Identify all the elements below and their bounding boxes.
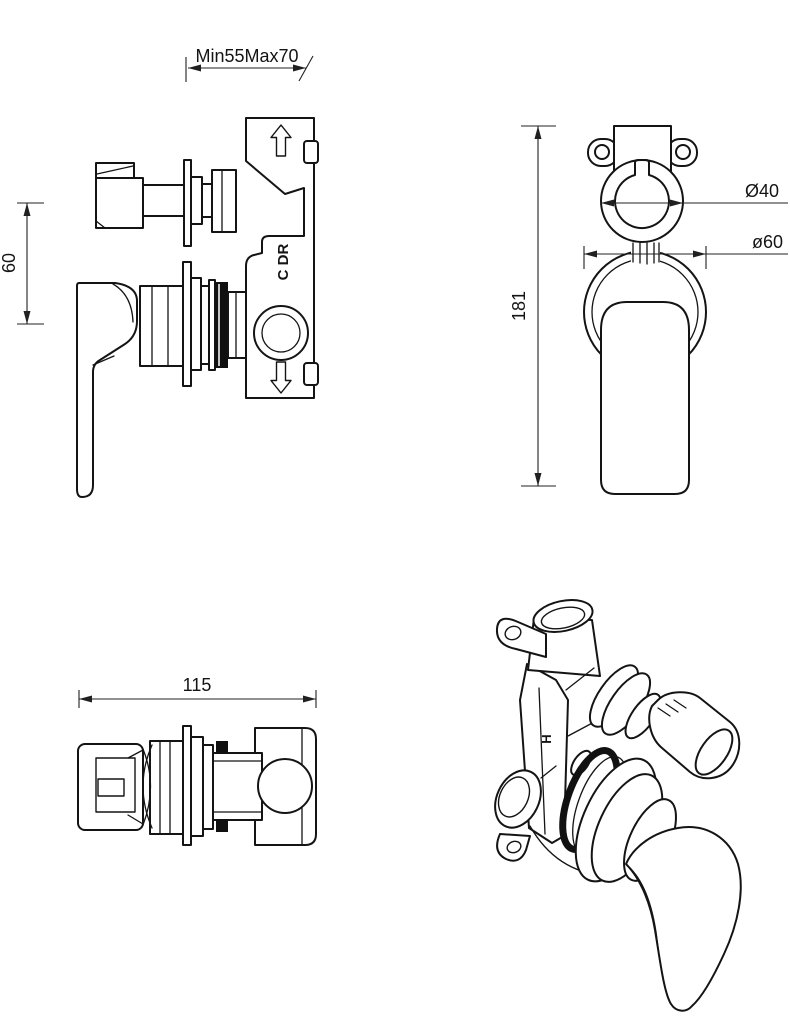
dimension-depth: Min55Max70 (185, 46, 314, 82)
cartridge-top (149, 740, 184, 835)
dimension-width: 115 (78, 675, 317, 708)
iso-port-ear-hole (506, 840, 522, 854)
front-view: 181 Ø40 (509, 125, 788, 495)
lever-assembly-side (76, 261, 247, 498)
flange-ring (208, 279, 216, 371)
dimension-diameter-40-label: Ø40 (745, 181, 779, 201)
isometric-view: H (494, 599, 742, 1012)
body-port-inner (261, 313, 301, 353)
flange-ring (200, 285, 210, 365)
dimension-depth-label: Min55Max70 (195, 46, 298, 66)
iso-side-port-bore (497, 776, 531, 818)
spacer (202, 744, 214, 830)
body-tab-bottom (303, 362, 319, 386)
side-view: Min55Max70 60 C DR (0, 46, 319, 498)
iso-handle-paddle (625, 826, 742, 1012)
iso-top-port-bore (540, 606, 586, 630)
spacer (211, 169, 237, 233)
iso-ear-hole (504, 625, 522, 641)
body-neck (227, 291, 247, 359)
dimension-width-label: 115 (183, 675, 212, 695)
flange-ring (190, 277, 202, 371)
top-view: 115 (77, 675, 317, 846)
diverter-assembly-side (95, 159, 237, 247)
wall-flange-top (182, 725, 192, 846)
spacer (201, 183, 213, 218)
flow-arrow-down-icon (270, 361, 292, 394)
lever-handle-side (76, 282, 138, 498)
cartridge-body (139, 285, 184, 367)
handle-plug-top (97, 778, 125, 797)
spacer (190, 176, 203, 225)
seal-block (216, 819, 228, 832)
wall-flange-lower (182, 261, 192, 387)
diverter-stem (142, 184, 185, 217)
body-port-outer (253, 305, 309, 361)
dimension-offset-label: 60 (0, 253, 19, 273)
iso-knob-face (694, 728, 734, 776)
flow-arrow-up-icon (270, 124, 292, 157)
dimension-offset: 60 (0, 202, 44, 325)
body-marking-label: C DR (275, 244, 292, 281)
body-block-top (212, 752, 263, 821)
dimension-diameter-40: Ø40 (601, 181, 788, 207)
seal-block (216, 741, 228, 754)
ear-hole-left (594, 144, 610, 160)
seal-ring-side (215, 282, 228, 368)
wall-flange-upper (183, 159, 192, 247)
body-tab-top (303, 140, 319, 164)
outlet-port-top (257, 758, 313, 814)
dimension-height-label: 181 (509, 291, 529, 321)
dimension-diameter-60: ø60 (583, 232, 788, 269)
handle-neck (631, 242, 660, 265)
dimension-height: 181 (509, 125, 556, 487)
diverter-knob (95, 177, 144, 229)
hot-marking-label: H (539, 734, 554, 743)
spacer (190, 736, 204, 837)
ear-hole-right (675, 144, 691, 160)
dimension-diameter-60-label: ø60 (752, 232, 783, 252)
keyhole-bore (614, 159, 670, 230)
lever-handle-front (600, 301, 690, 495)
